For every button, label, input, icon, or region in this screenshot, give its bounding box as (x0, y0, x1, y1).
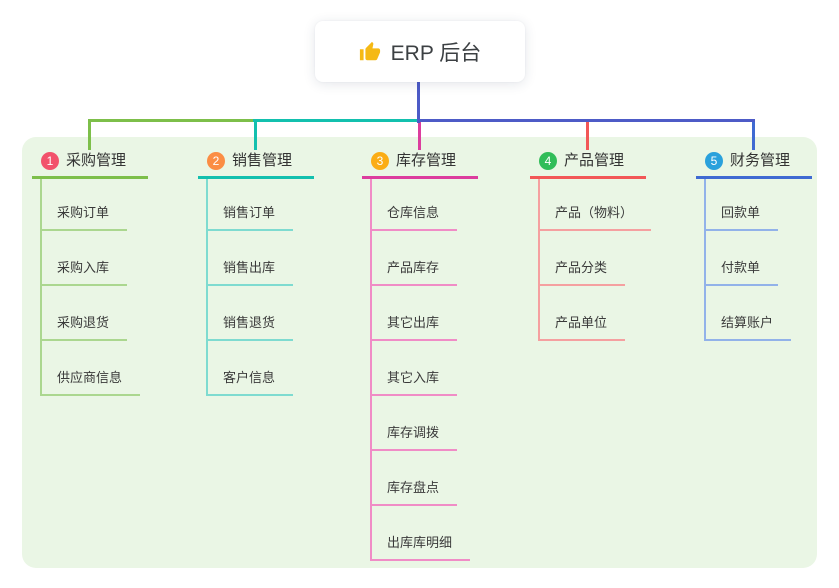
child-node[interactable]: 库存调拨 (370, 423, 458, 451)
root-node[interactable]: ERP 后台 (315, 21, 525, 82)
root-node-title: ERP 后台 (390, 41, 482, 65)
branch-number-badge: 1 (41, 151, 59, 170)
mindmap-background-panel (22, 137, 817, 568)
child-node[interactable]: 产品分类 (538, 258, 626, 286)
child-node[interactable]: 回款单 (704, 203, 779, 231)
branch-number-badge: 4 (539, 151, 557, 170)
child-node[interactable]: 供应商信息 (40, 368, 141, 396)
child-node[interactable]: 产品单位 (538, 313, 626, 341)
child-node[interactable]: 采购入库 (40, 258, 128, 286)
branch-title: 财务管理 (730, 152, 791, 169)
connector-drop-5 (752, 119, 755, 150)
branch-1-spine (40, 179, 42, 396)
branch-title: 销售管理 (232, 152, 293, 169)
branch-number-badge: 5 (705, 151, 723, 170)
child-node[interactable]: 销售退货 (206, 313, 294, 341)
connector-root (417, 82, 420, 123)
branch-number-badge: 2 (207, 151, 225, 170)
child-node[interactable]: 采购退货 (40, 313, 128, 341)
branch-2-header[interactable]: 2 销售管理 (198, 148, 314, 179)
child-node[interactable]: 产品（物料） (538, 203, 652, 231)
branch-title: 采购管理 (66, 152, 127, 169)
child-node[interactable]: 产品库存 (370, 258, 458, 286)
connector-drop-3 (418, 119, 421, 150)
child-node[interactable]: 其它出库 (370, 313, 458, 341)
branch-4-header[interactable]: 4 产品管理 (530, 148, 646, 179)
branch-3-spine (370, 179, 372, 561)
thumbs-up-icon (359, 41, 381, 63)
child-node[interactable]: 出库库明细 (370, 533, 471, 561)
connector-drop-4 (586, 119, 589, 150)
child-node[interactable]: 其它入库 (370, 368, 458, 396)
child-node[interactable]: 库存盘点 (370, 478, 458, 506)
branch-2-spine (206, 179, 208, 396)
child-node[interactable]: 销售订单 (206, 203, 294, 231)
child-node[interactable]: 结算账户 (704, 313, 792, 341)
branch-title: 库存管理 (396, 152, 457, 169)
branch-title: 产品管理 (564, 152, 625, 169)
connector-drop-2 (254, 119, 257, 150)
child-node[interactable]: 仓库信息 (370, 203, 458, 231)
child-node[interactable]: 采购订单 (40, 203, 128, 231)
child-node[interactable]: 销售出库 (206, 258, 294, 286)
branch-number-badge: 3 (371, 151, 389, 170)
branch-1-header[interactable]: 1 采购管理 (32, 148, 148, 179)
branch-5-header[interactable]: 5 财务管理 (696, 148, 812, 179)
branch-4-spine (538, 179, 540, 341)
child-node[interactable]: 客户信息 (206, 368, 294, 396)
child-node[interactable]: 付款单 (704, 258, 779, 286)
connector-bus-right (418, 119, 755, 122)
connector-drop-1 (88, 119, 91, 150)
branch-5-spine (704, 179, 706, 341)
connector-bus-left (88, 119, 255, 122)
connector-bus-mid (253, 119, 420, 122)
branch-3-header[interactable]: 3 库存管理 (362, 148, 478, 179)
